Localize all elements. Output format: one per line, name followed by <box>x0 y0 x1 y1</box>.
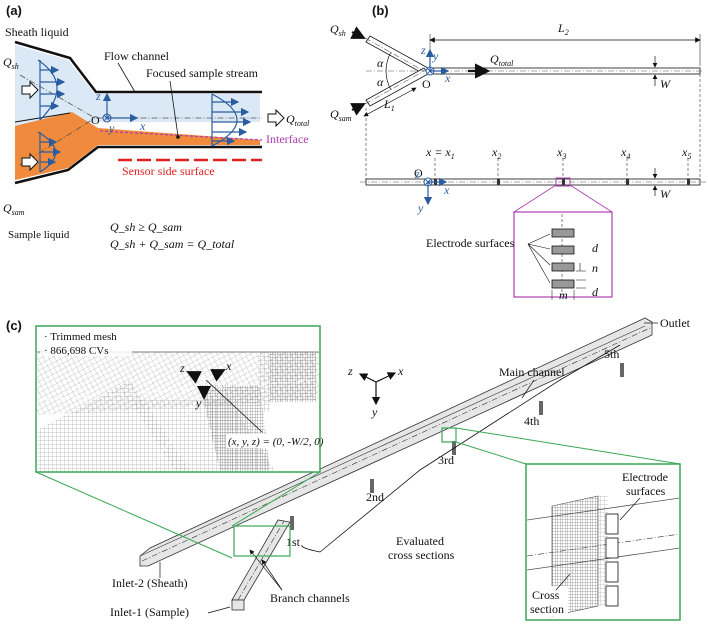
section-label: section <box>530 602 564 616</box>
q-sam-label: Qsam <box>3 201 25 217</box>
flow-channel-label: Flow channel <box>104 49 170 63</box>
cvs-label: · 866,698 CVs <box>44 345 108 357</box>
svg-text:z: z <box>414 167 420 181</box>
panel-c-label: (c) <box>6 318 22 333</box>
svg-text:y: y <box>195 396 202 410</box>
alpha-upper: α <box>377 56 384 70</box>
svg-text:y: y <box>417 201 424 215</box>
axis-y-c: y <box>371 405 378 419</box>
branch-channels-label: Branch channels <box>270 591 350 605</box>
fifth-label: 5th <box>604 347 619 361</box>
zoom-source-box-1 <box>233 525 291 557</box>
main-channel-label: Main channel <box>499 365 565 379</box>
q-sam-b: Qsam <box>330 107 352 123</box>
evaluated-brace <box>301 344 621 553</box>
q-sh-b: Qsh <box>330 22 346 38</box>
lower-wall <box>14 145 262 185</box>
inlet1-label: Inlet-1 (Sample) <box>110 605 189 619</box>
channel-top-view <box>365 35 704 107</box>
svg-text:z: z <box>179 361 185 375</box>
alpha-lower: α <box>377 75 384 89</box>
electrode-surfaces-label: Electrode surfaces <box>426 236 515 250</box>
equation-2: Q_sh + Q_sam = Q_total <box>110 237 235 251</box>
electrode-label-c: Electrode <box>622 470 668 484</box>
d-label-2: d <box>592 285 599 299</box>
interface-label: Interface <box>266 132 309 146</box>
svg-text:x: x <box>444 71 451 85</box>
sheath-velocity-profile <box>37 59 66 121</box>
w-label-side: W <box>660 187 671 201</box>
outlet-label: Outlet <box>660 316 691 330</box>
sample-region <box>15 112 260 180</box>
q-sh-arrow <box>21 80 39 100</box>
svg-text:y: y <box>432 49 439 63</box>
axis-z-c: z <box>347 364 353 378</box>
l2-label: L2 <box>557 21 569 37</box>
cross-label: Cross <box>532 588 560 602</box>
sheath-liquid-label: Sheath liquid <box>5 25 69 39</box>
l1-label: L1 <box>383 97 395 113</box>
q-total-arrow <box>267 108 285 128</box>
axis-y-a: y <box>108 121 115 135</box>
svg-text:O: O <box>414 166 423 180</box>
axes-c <box>358 372 397 406</box>
q-total-b: Qtotal <box>490 52 514 68</box>
upper-wall <box>14 40 262 94</box>
channel-side-view <box>360 178 706 186</box>
inset-axes <box>186 369 226 400</box>
svg-text:x: x <box>225 359 232 373</box>
x3-label: x3 <box>556 145 566 161</box>
svg-text:z: z <box>420 43 426 57</box>
x4-label: x4 <box>620 145 630 161</box>
second-label: 2nd <box>366 490 384 504</box>
svg-text:x: x <box>443 183 450 197</box>
m-label: m <box>559 288 568 302</box>
fourth-label: 4th <box>524 414 539 428</box>
q-total-label: Qtotal <box>286 112 310 128</box>
first-label: 1st <box>286 535 301 549</box>
w-label-top: W <box>660 77 671 91</box>
equation-1: Q_sh ≥ Q_sam <box>110 220 182 234</box>
cross-sections-label: cross sections <box>388 548 455 562</box>
x2-label: x2 <box>491 145 501 161</box>
surfaces-label-c: surfaces <box>626 484 666 498</box>
x5-label: x5 <box>681 145 691 161</box>
axes-b <box>425 48 450 76</box>
q-sh-label: Qsh <box>3 55 19 71</box>
svg-text:O: O <box>422 77 431 91</box>
panel-b-label: (b) <box>372 3 389 18</box>
third-label: 3rd <box>438 453 454 467</box>
sensor-side-label: Sensor side surface <box>122 164 215 178</box>
electrode-pads <box>551 228 575 289</box>
x1-label: x = x1 <box>425 145 455 161</box>
axis-x-a: x <box>139 119 146 133</box>
panel-a-label: (a) <box>6 3 22 18</box>
trimmed-mesh-label: · Trimmed mesh <box>44 331 117 343</box>
axis-z-a: z <box>95 89 101 103</box>
origin-coordinate-label: (x, y, z) = (0, -W/2, 0) <box>228 436 324 448</box>
evaluated-label: Evaluated <box>396 534 444 548</box>
outlet-velocity-profile <box>211 93 252 147</box>
focused-stream-label: Focused sample stream <box>146 66 259 80</box>
axes-b-lower <box>423 177 448 206</box>
sheath-region <box>15 45 260 130</box>
origin-a: O <box>91 113 100 127</box>
sample-velocity-profile <box>37 131 62 173</box>
n-label: n <box>592 261 598 275</box>
axis-x-c: x <box>397 364 404 378</box>
d-label-1: d <box>592 241 599 255</box>
inlet2-label: Inlet-2 (Sheath) <box>112 576 188 590</box>
l1-dimension <box>363 87 417 117</box>
zoom-source-box-2 <box>441 427 457 443</box>
sample-liquid-label: Sample liquid <box>8 229 70 241</box>
axes-a <box>102 92 139 123</box>
q-sam-arrow <box>21 152 39 172</box>
